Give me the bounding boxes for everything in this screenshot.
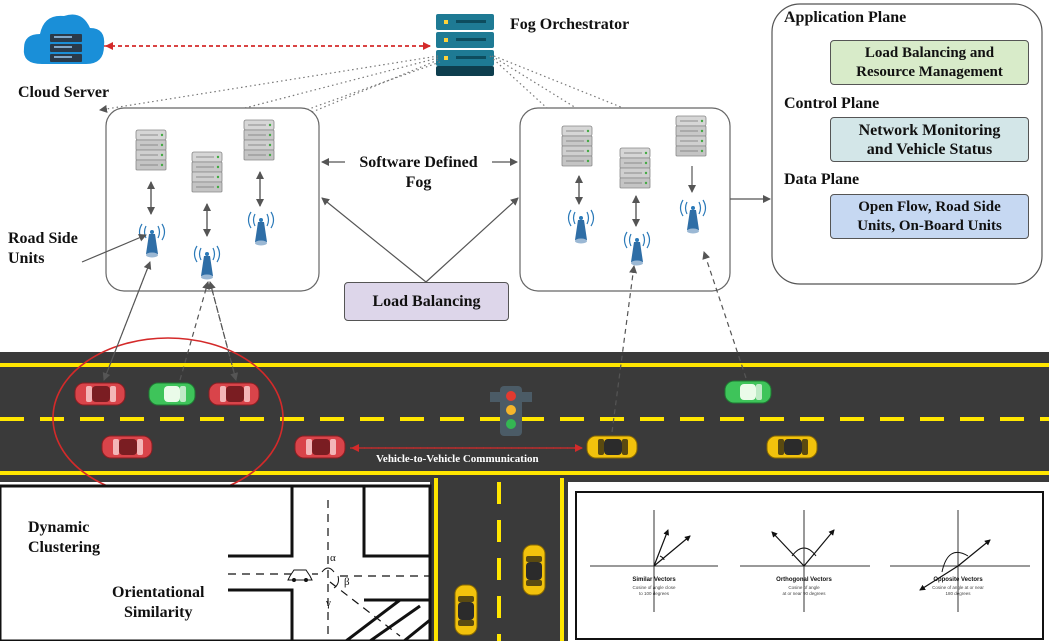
intersection-sketch: [0, 484, 432, 641]
car-outline-icon: [287, 569, 313, 582]
control-plane-title: Control Plane: [784, 95, 880, 112]
car-icon: [208, 382, 260, 406]
fog-orchestrator-icon: [436, 14, 494, 76]
car-icon: [766, 435, 818, 459]
server-rack-icon: [191, 151, 223, 193]
car-icon: [522, 544, 546, 596]
fog-orchestrator-label: Fog Orchestrator: [510, 16, 630, 33]
angle-beta: β: [344, 576, 350, 588]
car-icon: [724, 380, 772, 404]
orthogonal-vectors-title: Orthogonal Vectors: [776, 577, 832, 583]
server-rack-icon: [619, 147, 651, 189]
server-rack-icon: [561, 125, 593, 167]
traffic-light-icon: [490, 386, 532, 436]
similar-vectors-title: Similar Vectors: [632, 577, 676, 583]
cloud-server-label: Cloud Server: [18, 84, 110, 101]
car-icon: [148, 382, 196, 406]
car-icon: [586, 435, 638, 459]
angle-alpha: α: [330, 552, 336, 564]
orientational-similarity-label: Orientational Similarity: [112, 584, 205, 621]
cloud-server-icon: [23, 14, 105, 64]
opposite-vectors-title: Opposite Vectors: [933, 577, 983, 583]
car-icon: [74, 382, 126, 406]
server-rack-icon: [243, 119, 275, 161]
car-rsu-links: [102, 251, 747, 433]
cosine-similarity-panel: [575, 491, 1044, 640]
software-defined-fog-label: Software Defined Fog: [359, 154, 478, 191]
car-icon: [454, 584, 478, 636]
car-icon: [294, 435, 346, 459]
application-plane-title: Application Plane: [784, 9, 907, 26]
dynamic-clustering-label: Dynamic Clustering: [28, 519, 100, 556]
v2v-label: Vehicle-to-Vehicle Communication: [376, 453, 539, 465]
server-rack-icon: [675, 115, 707, 157]
road-side-units-label: Road Side Units: [8, 230, 78, 267]
data-plane-title: Data Plane: [784, 171, 860, 188]
angle-gamma: γ: [326, 597, 331, 609]
server-rack-icon: [135, 129, 167, 171]
car-icon: [101, 435, 153, 459]
load-balancing-box: Load Balancing: [344, 282, 509, 321]
